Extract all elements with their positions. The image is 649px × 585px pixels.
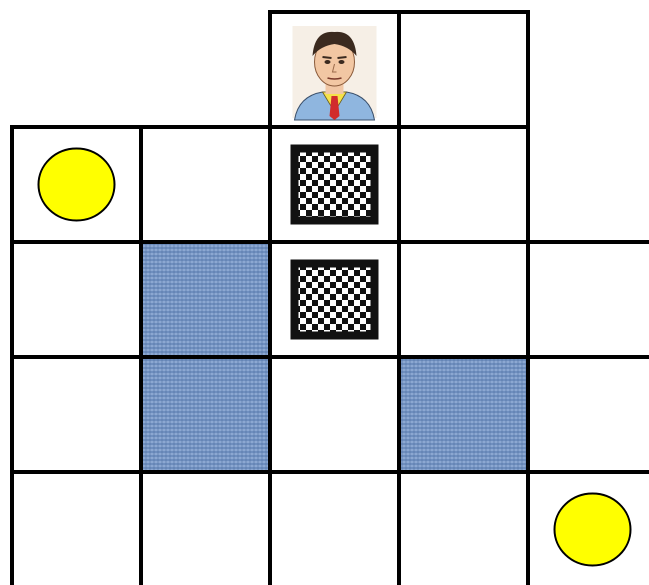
board-cell[interactable] bbox=[12, 242, 141, 357]
board-cell[interactable] bbox=[399, 472, 528, 585]
man-portrait-icon[interactable] bbox=[293, 26, 377, 120]
board-cell[interactable] bbox=[528, 357, 649, 472]
empty-tile bbox=[12, 357, 141, 472]
brow-right bbox=[338, 57, 347, 58]
empty-tile bbox=[528, 357, 649, 472]
board-cell[interactable] bbox=[270, 472, 399, 585]
water-tile bbox=[399, 357, 528, 472]
empty-tile bbox=[270, 357, 399, 472]
yellow-coin-icon[interactable] bbox=[39, 149, 115, 221]
board-cell[interactable] bbox=[141, 242, 270, 357]
empty-tile bbox=[528, 242, 649, 357]
empty-tile bbox=[399, 12, 528, 127]
empty-tile bbox=[141, 472, 270, 585]
eye-left bbox=[325, 60, 331, 64]
checkered-box-icon[interactable] bbox=[291, 145, 379, 225]
empty-tile bbox=[12, 472, 141, 585]
board-cell[interactable] bbox=[141, 357, 270, 472]
empty-tile bbox=[12, 242, 141, 357]
board-cell[interactable] bbox=[12, 357, 141, 472]
water-tile bbox=[141, 242, 270, 357]
empty-tile bbox=[141, 127, 270, 242]
brow-left bbox=[323, 57, 332, 58]
empty-tile bbox=[270, 472, 399, 585]
box-pattern bbox=[299, 268, 371, 332]
checkered-box-icon[interactable] bbox=[291, 260, 379, 340]
board-cell[interactable] bbox=[399, 12, 528, 127]
water-tile bbox=[141, 357, 270, 472]
board-cell[interactable] bbox=[399, 127, 528, 242]
box-pattern bbox=[299, 153, 371, 217]
empty-tile bbox=[399, 242, 528, 357]
board-cell[interactable] bbox=[270, 357, 399, 472]
board-cell[interactable] bbox=[399, 357, 528, 472]
empty-tile bbox=[399, 127, 528, 242]
yellow-coin-icon[interactable] bbox=[555, 494, 631, 566]
board-cell[interactable] bbox=[141, 127, 270, 242]
board-cell[interactable] bbox=[141, 472, 270, 585]
board-cell[interactable] bbox=[12, 472, 141, 585]
board-cell[interactable] bbox=[399, 242, 528, 357]
eye-right bbox=[339, 60, 345, 64]
board-cell[interactable] bbox=[528, 242, 649, 357]
empty-tile bbox=[399, 472, 528, 585]
